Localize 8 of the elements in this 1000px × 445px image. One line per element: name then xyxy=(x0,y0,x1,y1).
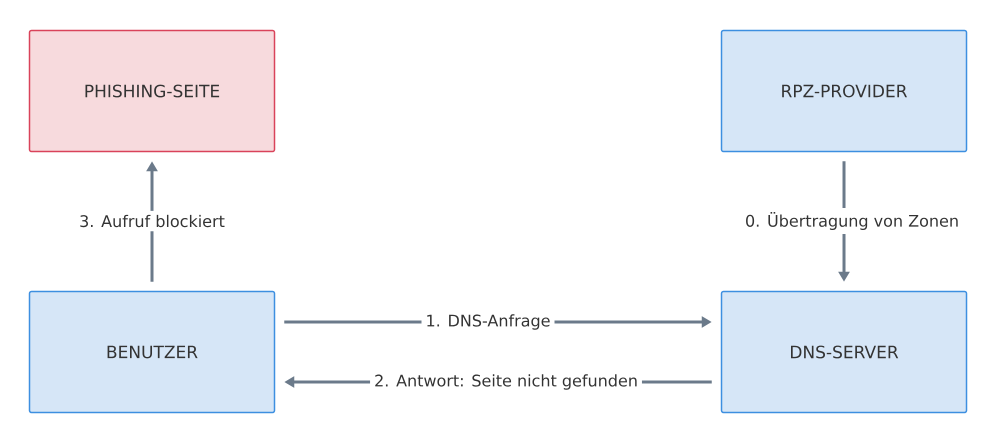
process-box: BENUTZER xyxy=(28,290,276,414)
process-box: RPZ-PROVIDER xyxy=(720,30,968,152)
edge-label: 0. Übertragung von Zonen xyxy=(741,208,964,234)
edge-label: 1. DNS-Anfrage xyxy=(422,310,555,334)
process-box: PHISHING-SEITE xyxy=(28,30,276,152)
process-box: DNS-SERVER xyxy=(720,290,968,414)
edge-label: 3. Aufruf blockiert xyxy=(75,210,229,232)
edge-label: 2. Antwort: Seite nicht gefunden xyxy=(370,370,642,394)
